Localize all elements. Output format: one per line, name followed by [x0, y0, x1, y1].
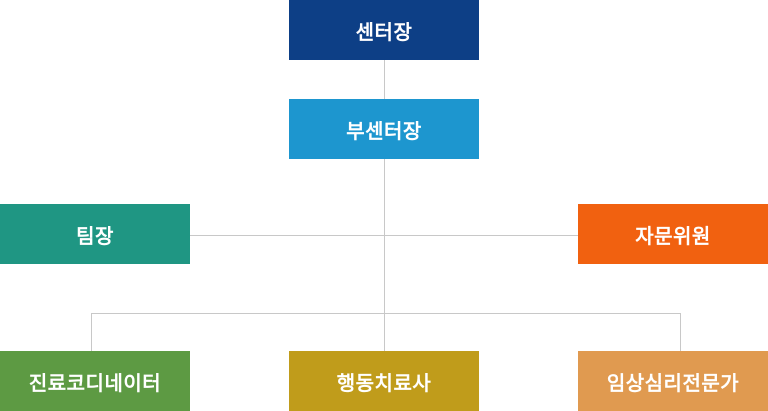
node-care-coordinator: 진료코디네이터 — [0, 351, 190, 411]
node-director: 센터장 — [289, 0, 479, 60]
node-team-leader-label: 팀장 — [76, 223, 114, 248]
node-clinical-psychologist: 임상심리전문가 — [578, 351, 768, 411]
node-advisor-label: 자문위원 — [635, 223, 711, 248]
node-team-leader: 팀장 — [0, 204, 190, 264]
node-clinical-psychologist-label: 임상심리전문가 — [606, 370, 740, 395]
node-advisor: 자문위원 — [578, 204, 768, 264]
node-care-coordinator-label: 진료코디네이터 — [28, 370, 162, 395]
node-behavior-therapist: 행동치료사 — [289, 351, 479, 411]
node-director-label: 센터장 — [355, 19, 413, 44]
node-behavior-therapist-label: 행동치료사 — [336, 370, 432, 395]
node-deputy-director-label: 부센터장 — [346, 118, 422, 143]
node-deputy-director: 부센터장 — [289, 99, 479, 159]
